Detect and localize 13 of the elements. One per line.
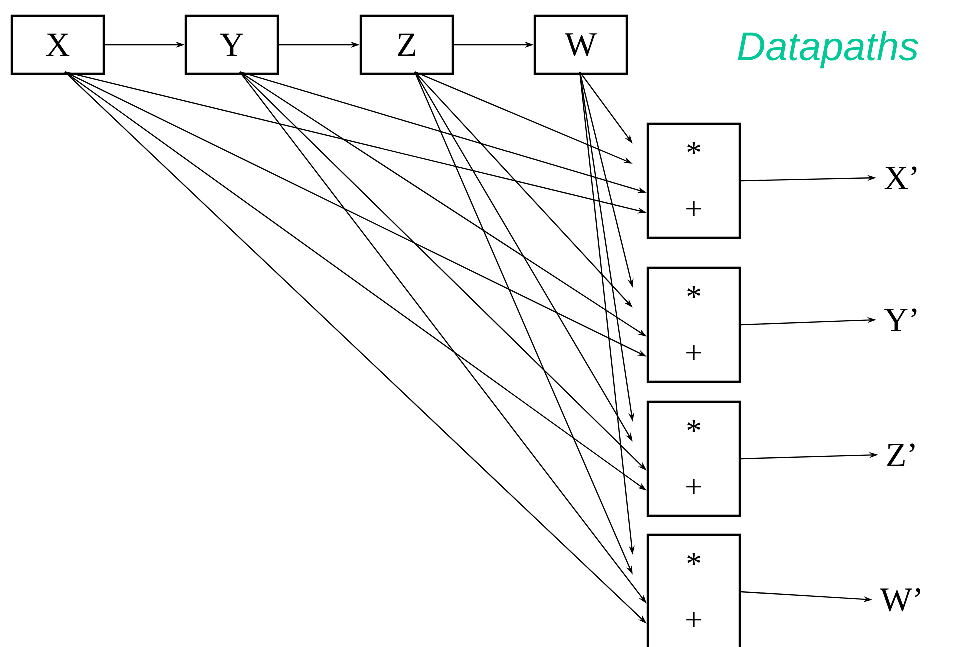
output-label: Y’ bbox=[884, 308, 917, 332]
variable-box: X bbox=[10, 14, 106, 76]
variable-box: Y bbox=[184, 14, 280, 76]
variable-box: W bbox=[534, 14, 628, 76]
output-label: X’ bbox=[884, 166, 917, 190]
operator-box: * + bbox=[646, 534, 742, 647]
output-label: W’ bbox=[880, 588, 920, 612]
output-label: Z’ bbox=[888, 444, 915, 466]
title: Datapaths bbox=[738, 31, 918, 69]
operator-box: * + bbox=[646, 122, 742, 240]
operator-box: * + bbox=[646, 266, 742, 384]
variable-box: Z bbox=[360, 14, 454, 76]
operator-box: * + bbox=[646, 400, 742, 518]
